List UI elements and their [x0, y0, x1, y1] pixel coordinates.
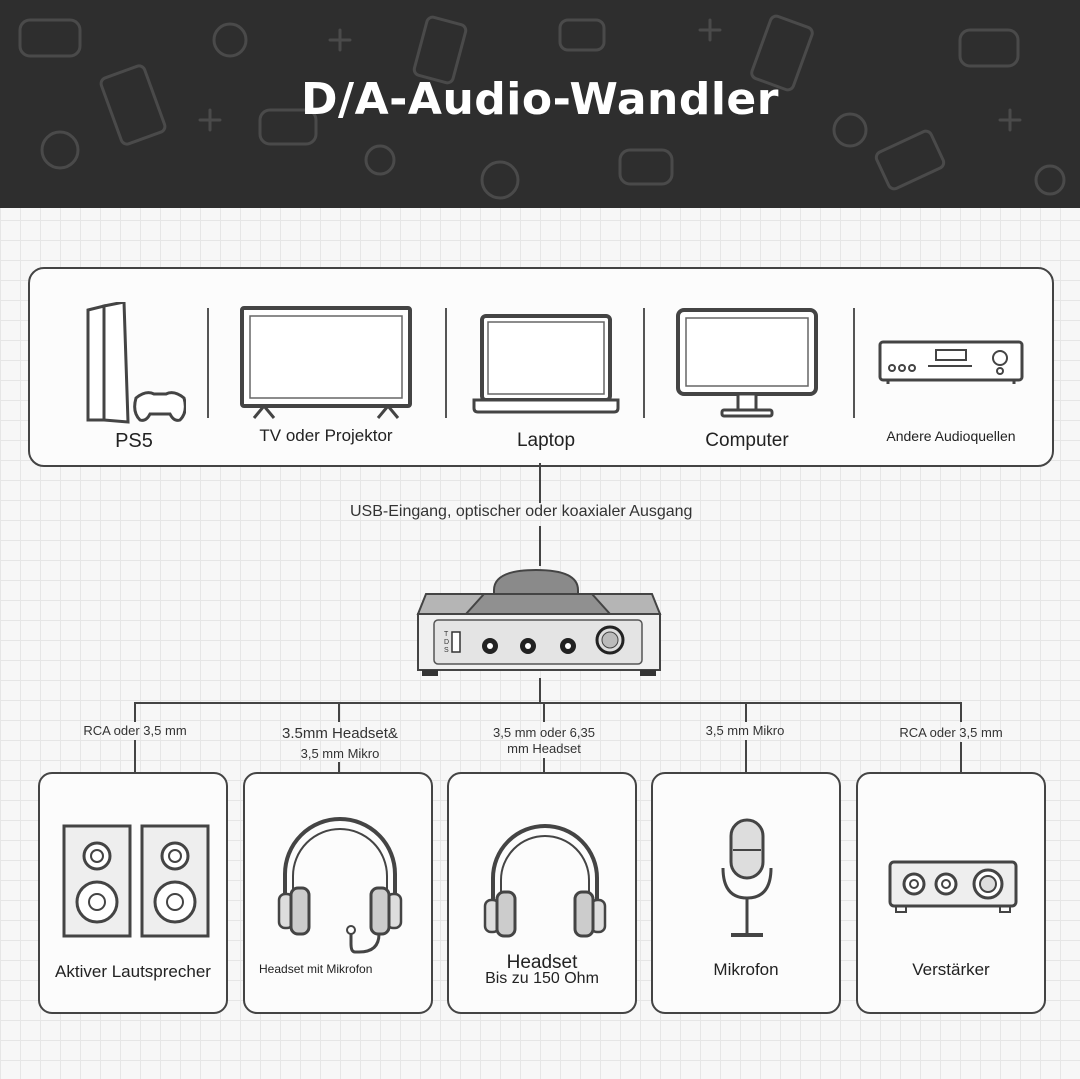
source-label-tv: TV oder Projektor: [259, 426, 393, 445]
port-label-headset-mic-line2: 3,5 mm Mikro: [300, 746, 380, 761]
port-label-mic: 3,5 mm Mikro: [705, 723, 785, 738]
connector-line: [960, 742, 962, 772]
distribution-bus-line: [134, 702, 962, 704]
connector-line: [539, 526, 541, 566]
port-label-amp: RCA oder 3,5 mm: [899, 725, 1003, 740]
ps5-console-icon: [86, 302, 186, 424]
source-divider: [853, 308, 855, 418]
source-label-laptop: Laptop: [516, 430, 576, 451]
connector-line: [134, 740, 136, 772]
output-card-mic: Mikrofon: [651, 772, 841, 1014]
input-caption: USB-Eingang, optischer oder koaxialer Au…: [350, 503, 693, 520]
connector-line: [960, 702, 962, 722]
amplifier-icon: [888, 860, 1018, 913]
laptop-icon: [472, 314, 620, 414]
source-divider: [207, 308, 209, 418]
source-divider: [643, 308, 645, 418]
source-label-computer: Computer: [705, 430, 789, 451]
connector-line: [539, 678, 541, 702]
tv-icon: [240, 306, 412, 419]
source-label-ps5: PS5: [115, 430, 153, 452]
output-sublabel-headset: Bis zu 150 Ohm: [485, 970, 599, 987]
page-title: D/A-Audio-Wandler: [301, 74, 779, 125]
output-card-headset-mic: Headset mit Mikrofon: [243, 772, 433, 1014]
game-pattern-background: [18, 14, 1066, 200]
port-label-headset-line1: 3,5 mm oder 6,35: [493, 725, 595, 740]
microphone-icon: [721, 818, 773, 937]
connector-line: [539, 463, 541, 503]
dac-device-icon: T D S: [416, 568, 662, 676]
output-label-headset: Headset: [506, 952, 578, 973]
connector-line: [338, 702, 340, 722]
output-card-amp: Verstärker: [856, 772, 1046, 1014]
connector-line: [745, 740, 747, 772]
switch-label-s: S: [444, 647, 449, 654]
speaker-icon: [62, 824, 210, 938]
switch-label-d: D: [444, 639, 449, 646]
connector-line: [134, 702, 136, 722]
port-label-speaker: RCA oder 3,5 mm: [83, 723, 187, 738]
output-card-headset: Headset Bis zu 150 Ohm: [447, 772, 637, 1014]
source-label-other: Andere Audioquellen: [886, 428, 1016, 444]
source-divider: [445, 308, 447, 418]
switch-label-t: T: [444, 631, 449, 638]
output-label-headset-mic: Headset mit Mikrofon: [259, 962, 373, 976]
port-label-headset-line2: mm Headset: [507, 741, 581, 756]
port-label-headset-mic-line1: 3.5mm Headset&: [282, 725, 398, 742]
computer-monitor-icon: [676, 308, 818, 418]
connector-line: [745, 702, 747, 722]
output-label-mic: Mikrofon: [713, 960, 779, 979]
output-card-speaker: Aktiver Lautsprecher: [38, 772, 228, 1014]
output-label-speaker: Aktiver Lautsprecher: [55, 962, 211, 981]
headset-icon: [483, 824, 607, 938]
connector-line: [543, 758, 545, 772]
connector-line: [543, 702, 545, 722]
audio-receiver-icon: [878, 340, 1024, 384]
connector-line: [338, 762, 340, 772]
header-banner: D/A-Audio-Wandler: [0, 0, 1080, 208]
headset-with-mic-icon: [277, 817, 403, 954]
output-label-amp: Verstärker: [912, 960, 990, 979]
